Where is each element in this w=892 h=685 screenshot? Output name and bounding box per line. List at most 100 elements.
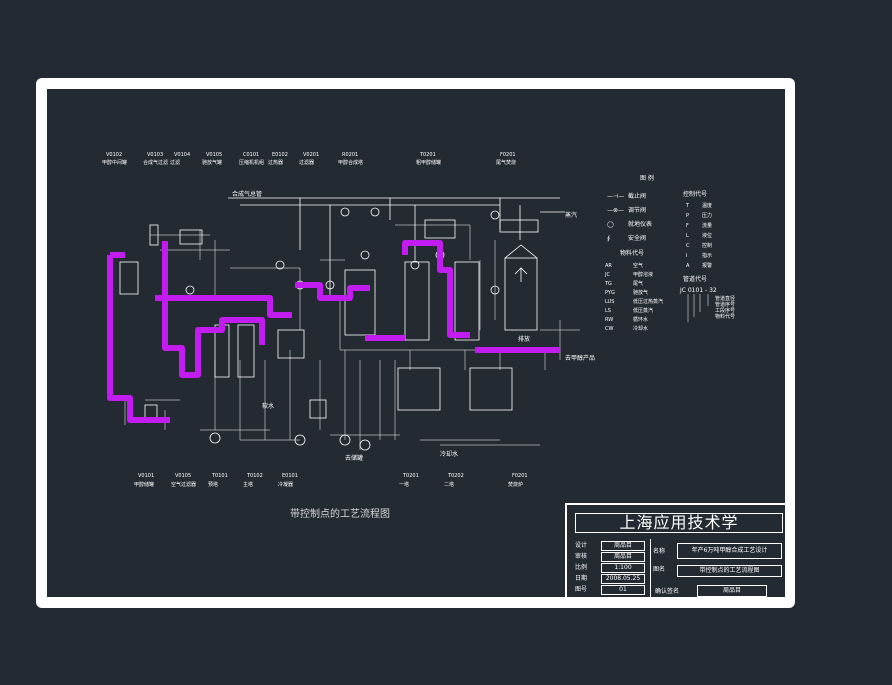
medium-code: RW bbox=[605, 317, 613, 323]
equipment-name: 焚烧炉 bbox=[508, 481, 523, 488]
equipment-name: 空气过滤器 bbox=[171, 481, 196, 488]
highlighted-pipes bbox=[107, 240, 560, 423]
equipment-name: 驰放气罐 bbox=[202, 159, 222, 166]
equipment-tags-top: V0102甲醇中间罐V0103合成气过滤V0104过滤V0105驰放气罐C010… bbox=[102, 152, 516, 166]
exchanger bbox=[277, 329, 305, 359]
cooling-label: 冷却水 bbox=[440, 450, 458, 458]
instrument bbox=[370, 207, 380, 217]
legend-label: 截止阀 bbox=[628, 192, 646, 200]
pipe-part-label: 物料代号 bbox=[715, 313, 735, 320]
legend-symbol: ◯ bbox=[607, 221, 614, 228]
equipment-tag: C0101 bbox=[243, 152, 259, 158]
equipment-tag: V0103 bbox=[147, 152, 163, 158]
control-code: P bbox=[686, 213, 689, 219]
instrument bbox=[490, 285, 500, 295]
medium-code: LUS bbox=[605, 299, 614, 305]
medium-label: 低压过热蒸汽 bbox=[633, 298, 663, 305]
steam-label: 蒸汽 bbox=[565, 211, 577, 219]
control-label: 液位 bbox=[702, 232, 712, 239]
title-block-row-label: 日期 bbox=[575, 575, 588, 582]
equipment-name: 过热器 bbox=[268, 159, 283, 166]
equipment-tag: T0102 bbox=[246, 473, 263, 479]
medium-label: 冷却水 bbox=[633, 325, 648, 332]
control-label: 控制 bbox=[702, 242, 712, 249]
equipment-name: 粗甲醇储罐 bbox=[416, 159, 441, 166]
pipe-part-label: 管道序号 bbox=[715, 301, 735, 308]
equipment-name: 合成气过滤 bbox=[143, 159, 168, 166]
knockout-drum bbox=[149, 224, 159, 246]
instrument bbox=[325, 280, 335, 290]
equipment-name: 冷凝器 bbox=[278, 481, 293, 488]
legend-symbol: ∮ bbox=[607, 235, 610, 242]
control-code: F bbox=[686, 223, 689, 229]
legend-title: 图 例 bbox=[640, 174, 654, 182]
crude-column-2 bbox=[454, 261, 480, 341]
equipment-name: 一塔 bbox=[399, 481, 409, 488]
title-block-row-value: 1:100 bbox=[601, 563, 645, 573]
equipment-tag: V0105 bbox=[175, 473, 191, 479]
process-lines bbox=[124, 197, 580, 450]
reboiler bbox=[309, 399, 327, 419]
pipe-part-label: 管道直径 bbox=[715, 295, 735, 302]
equipment-tag: T0202 bbox=[447, 473, 464, 479]
equipment-name: 甲醇储罐 bbox=[134, 481, 154, 488]
to-tank-label: 去储罐 bbox=[345, 454, 363, 462]
control-label: 流量 bbox=[702, 222, 712, 229]
exhaust-label: 排放 bbox=[518, 335, 530, 343]
main-column bbox=[237, 324, 255, 378]
medium-title: 物料代号 bbox=[620, 249, 644, 257]
medium-label: 循环水 bbox=[633, 316, 648, 323]
equipment-name: 压缩机机组 bbox=[239, 159, 264, 166]
pump bbox=[359, 439, 371, 451]
feed-gas-label: 合成气总管 bbox=[232, 190, 262, 198]
pump bbox=[294, 434, 306, 446]
title-block-row-value: 2008.05.25 bbox=[601, 574, 645, 584]
control-code: C bbox=[686, 243, 690, 249]
equipment-name: 预塔 bbox=[208, 481, 218, 488]
pump bbox=[209, 432, 221, 444]
control-code: I bbox=[686, 253, 687, 259]
control-label: 压力 bbox=[702, 212, 712, 219]
control-code: L bbox=[686, 233, 689, 239]
title-block-row-label: 设计 bbox=[575, 542, 588, 549]
control-label: 温度 bbox=[702, 202, 712, 209]
equipment-tag: E0101 bbox=[282, 473, 298, 479]
title-block-row-value: 01 bbox=[601, 585, 645, 595]
title-block-row-label: 审核 bbox=[575, 553, 588, 560]
equipment bbox=[119, 207, 539, 451]
instrument bbox=[275, 260, 285, 270]
medium-label: 驰放气 bbox=[633, 289, 648, 296]
instrument bbox=[360, 250, 370, 260]
medium-label: 低压蒸汽 bbox=[633, 307, 653, 314]
pipe-part-label: 工段序号 bbox=[715, 307, 735, 314]
control-title: 控制代号 bbox=[683, 190, 707, 198]
equipment-name: 过滤 bbox=[170, 159, 180, 166]
title-block-row-label: 图号 bbox=[575, 586, 588, 593]
equipment-tag: V0201 bbox=[303, 152, 319, 158]
control-label: 报警 bbox=[702, 262, 712, 269]
equipment-tag: T0101 bbox=[211, 473, 228, 479]
control-code: A bbox=[686, 263, 690, 269]
medium-code: JC bbox=[604, 272, 610, 278]
title-block-row-value: 周品目 bbox=[601, 541, 645, 551]
equipment-name: 过滤器 bbox=[299, 159, 314, 166]
medium-label: 尾气 bbox=[633, 280, 643, 287]
medium-code: CW bbox=[605, 326, 613, 332]
legend-label: 安全阀 bbox=[628, 234, 646, 242]
pump bbox=[339, 434, 351, 446]
equipment-name: 尾气焚烧 bbox=[496, 159, 516, 166]
compressor bbox=[179, 229, 203, 245]
equipment-tag: V0105 bbox=[206, 152, 222, 158]
instrument bbox=[410, 260, 420, 270]
instrument bbox=[340, 207, 350, 217]
equipment-tag: R0201 bbox=[342, 152, 358, 158]
equipment-name: 甲醇合成塔 bbox=[338, 159, 363, 166]
incinerator bbox=[504, 257, 538, 331]
school-name: 上海应用技术学 bbox=[575, 513, 783, 533]
storage-tank bbox=[119, 261, 139, 295]
control-code: T bbox=[685, 203, 690, 209]
pipe-code: JC 0101 - 32 bbox=[679, 287, 717, 294]
instrument bbox=[185, 285, 195, 295]
equipment-tag: V0102 bbox=[106, 152, 122, 158]
